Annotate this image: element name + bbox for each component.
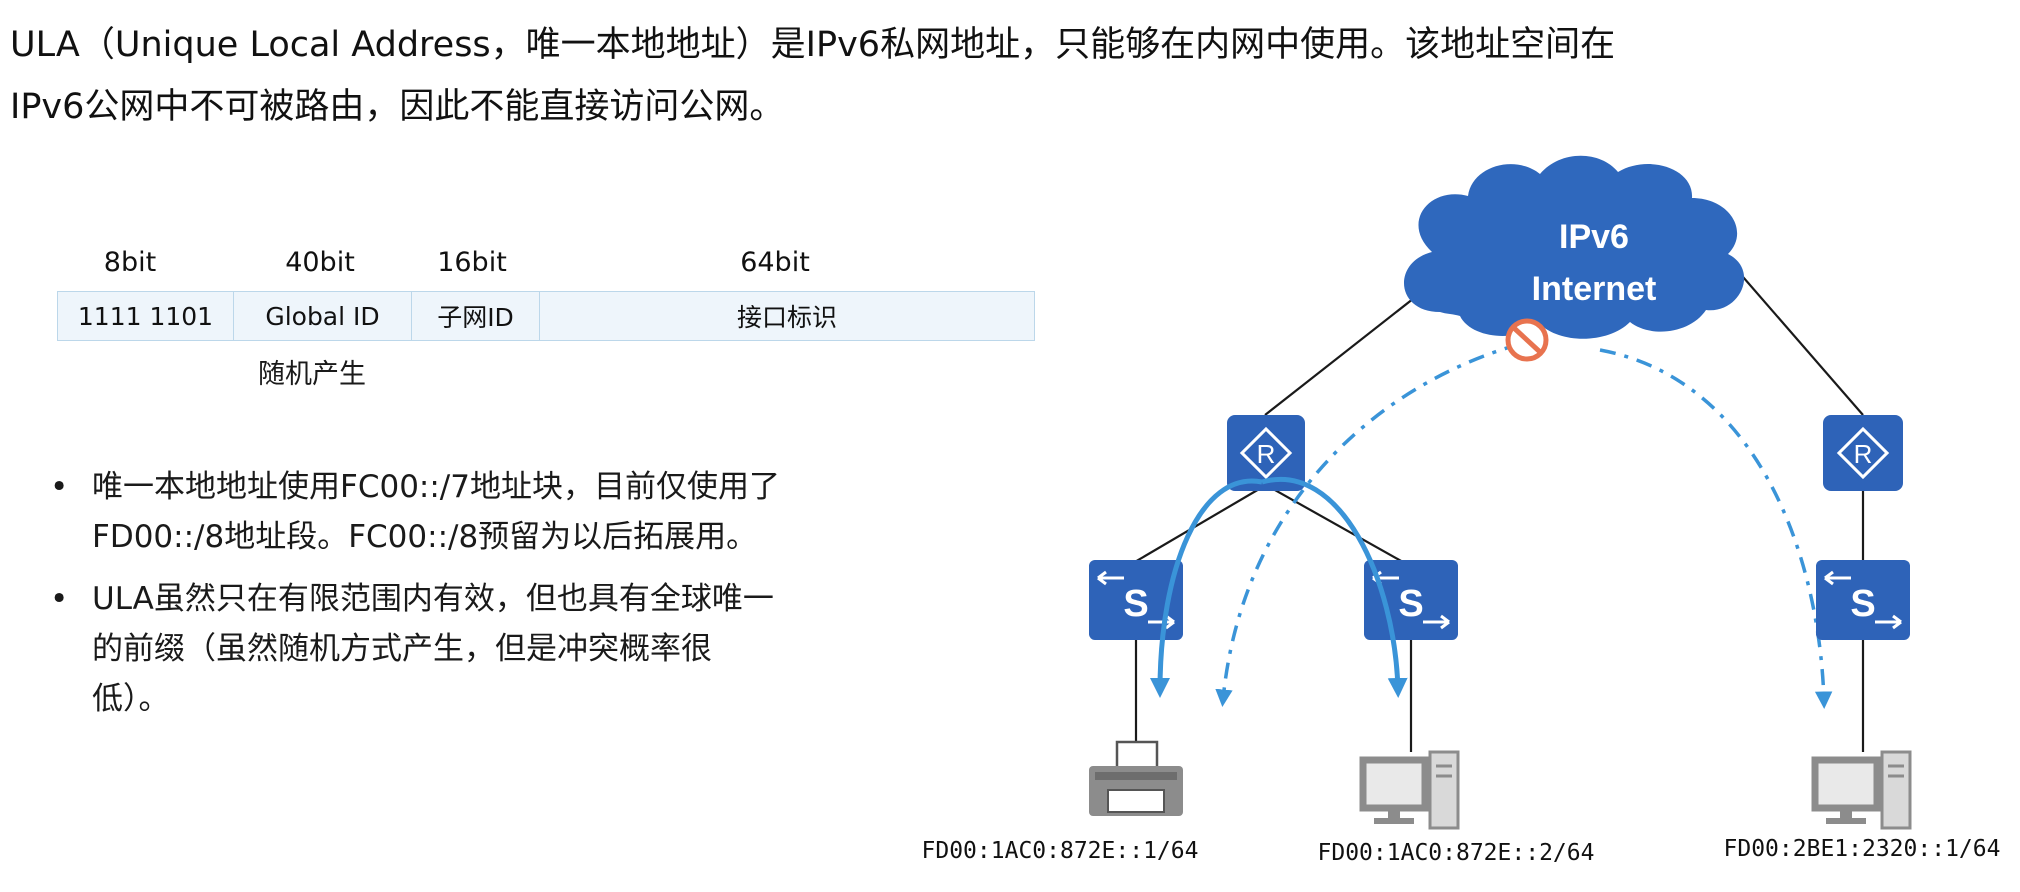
intro-line-2: IPv6公网中不可被路由，因此不能直接访问公网。	[10, 87, 785, 127]
intro-line-1: ULA（Unique Local Address，唯一本地地址）是IPv6私网地…	[10, 25, 1616, 65]
bullet-1-line-1: 唯一本地地址使用FC00::/7地址块，目前仅使用了	[92, 469, 780, 505]
bit-label-64: 64bit	[740, 247, 810, 278]
bit-label-16: 16bit	[437, 247, 507, 278]
local-traffic-arrow-left	[1150, 478, 1263, 698]
bullet-2-line-2: 的前缀（虽然随机方式产生，但是冲突概率很	[92, 631, 712, 667]
bullet-2-line-3: 低）。	[92, 681, 170, 717]
bullet-item: • 唯一本地地址使用FC00::/7地址块，目前仅使用了 FD00::/8地址段…	[46, 462, 1006, 562]
field-prefix: 1111 1101	[58, 292, 234, 340]
blocked-traffic-arrow-right	[1599, 348, 1833, 709]
bullet-2-line-1: ULA虽然只在有限范围内有效，但也具有全球唯一	[92, 581, 774, 617]
link-router-switch-2	[1265, 484, 1411, 567]
intro-text: ULA（Unique Local Address，唯一本地地址）是IPv6私网地…	[10, 14, 2010, 138]
local-traffic-arrow-right	[1261, 477, 1408, 698]
router-label: R	[1854, 439, 1873, 469]
address-label-pc-1: FD00:1AC0:872E::2/64	[1317, 840, 1595, 866]
field-global-id: Global ID	[234, 292, 412, 340]
link-router-switch-1	[1127, 484, 1267, 567]
ula-format-table: 1111 1101 Global ID 子网ID 接口标识	[57, 291, 1035, 341]
router-icon: R	[1227, 415, 1305, 491]
block-icon	[1505, 318, 1549, 362]
bullet-1-line-2: FD00::/8地址段。FC00::/8预留为以后拓展用。	[92, 519, 758, 555]
bullet-item: • ULA虽然只在有限范围内有效，但也具有全球唯一 的前缀（虽然随机方式产生，但…	[46, 574, 1006, 724]
switch-icon: S	[1364, 560, 1458, 640]
router-icon: R	[1823, 415, 1903, 491]
switch-label: S	[1850, 583, 1875, 625]
printer-icon	[1089, 740, 1183, 816]
switch-label: S	[1123, 583, 1148, 625]
pc-icon	[1811, 750, 1912, 830]
bit-label-8: 8bit	[103, 247, 157, 278]
address-label-printer: FD00:1AC0:872E::1/64	[921, 838, 1199, 864]
field-interface-id: 接口标识	[736, 303, 837, 332]
bit-label-40: 40bit	[285, 247, 355, 278]
switch-icon: S	[1089, 560, 1183, 640]
global-id-note: 随机产生	[258, 359, 366, 390]
field-subnet-id: 子网ID	[412, 292, 540, 340]
bullet-dot: •	[50, 469, 69, 505]
pc-icon	[1359, 750, 1460, 830]
switch-icon: S	[1816, 560, 1910, 640]
cloud-label-ipv6: IPv6	[1559, 218, 1629, 256]
bullet-dot: •	[50, 581, 69, 617]
address-label-pc-2: FD00:2BE1:2320::1/64	[1723, 836, 2001, 862]
internet-cloud: IPv6 Internet	[1403, 155, 1745, 339]
cloud-label-internet: Internet	[1532, 270, 1657, 308]
link-cloud-router-right	[1729, 261, 1864, 416]
switch-label: S	[1398, 583, 1423, 625]
blocked-traffic-arrow-left	[1215, 342, 1521, 707]
router-label: R	[1257, 439, 1276, 469]
bullet-list: • 唯一本地地址使用FC00::/7地址块，目前仅使用了 FD00::/8地址段…	[46, 462, 1006, 736]
